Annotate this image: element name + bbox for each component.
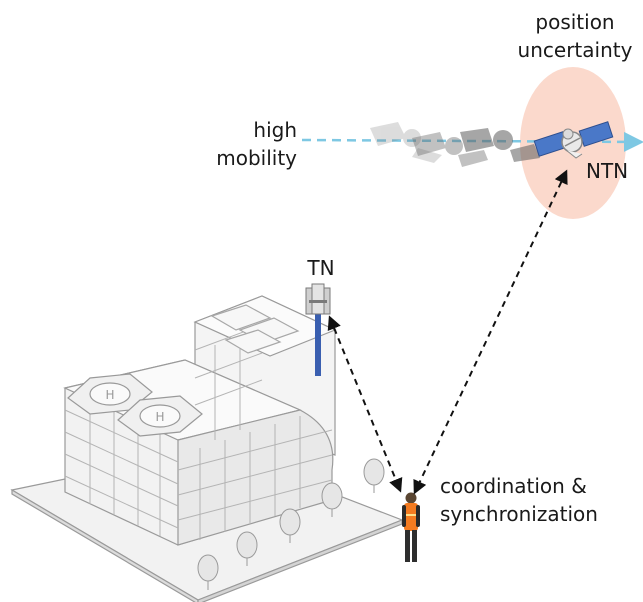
high-mobility-label: high mobility (215, 116, 297, 172)
svg-text:H: H (155, 410, 164, 424)
tn-link-arrow (327, 315, 403, 493)
coordination-line1: coordination & (440, 474, 587, 498)
position-label-line2: uncertainty (517, 38, 633, 62)
coordination-label: coordination & synchronization (440, 472, 598, 528)
position-label-line1: position (535, 10, 615, 34)
tower-icon (305, 283, 331, 376)
svg-text:H: H (105, 388, 114, 402)
coordination-line2: synchronization (440, 502, 598, 526)
satellite-ghost-2 (412, 132, 488, 167)
satellite-icon (533, 121, 614, 159)
high-mobility-line2: mobility (216, 146, 297, 170)
worker-icon (402, 492, 420, 562)
high-mobility-line1: high (253, 118, 297, 142)
satellite-ghost-1 (370, 122, 442, 163)
satellite-ghost-3 (460, 128, 540, 162)
ntn-link-arrow (413, 169, 568, 495)
position-uncertainty-label: position uncertainty (513, 8, 637, 64)
building-icon: H H (10, 295, 404, 602)
ntn-label: NTN (586, 159, 629, 183)
tn-label: TN (307, 256, 335, 280)
